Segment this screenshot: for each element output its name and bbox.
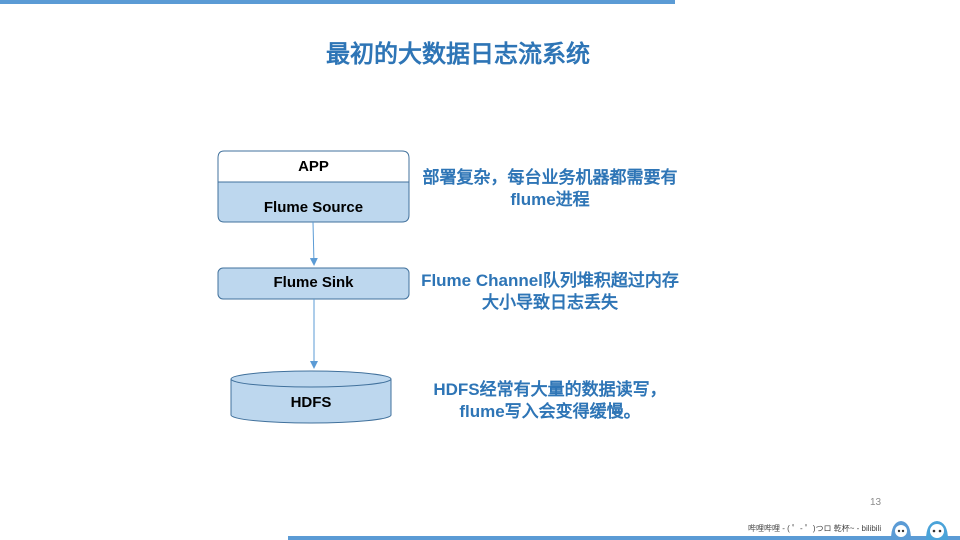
flume-source-label: Flume Source bbox=[263, 199, 364, 216]
note-hdfs: HDFS经常有大量的数据读写， flume写入会变得缓慢。 bbox=[400, 379, 700, 423]
page-number: 13 bbox=[870, 497, 882, 508]
note-hdfs-line1: HDFS经常有大量的数据读写， bbox=[433, 380, 667, 399]
note-channel: Flume Channel队列堆积超过内存 大小导致日志丢失 bbox=[400, 270, 700, 314]
note-hdfs-line2: flume写入会变得缓慢。 bbox=[459, 402, 641, 421]
mascot-right-icon bbox=[926, 521, 948, 540]
note-deployment: 部署复杂，每台业务机器都需要有 flume进程 bbox=[400, 167, 700, 211]
app-label: APP bbox=[298, 158, 329, 175]
hdfs-cylinder bbox=[230, 370, 392, 424]
note-channel-line2: 大小导致日志丢失 bbox=[482, 293, 618, 312]
hdfs-label: HDFS bbox=[290, 394, 332, 411]
note-channel-line1: Flume Channel队列堆积超过内存 bbox=[421, 271, 679, 290]
slide-title: 最初的大数据日志流系统 bbox=[326, 41, 590, 68]
watermark-text: 哔哩哔哩 - ( ゜- ゜)つロ 乾杯~ - bilibili bbox=[748, 524, 882, 533]
bottom-accent-bar bbox=[288, 536, 960, 540]
note-deployment-line2: flume进程 bbox=[510, 190, 590, 209]
mascot-left-icon bbox=[891, 521, 911, 540]
arrow-source-to-sink bbox=[309, 221, 318, 266]
app-source-box bbox=[217, 150, 410, 223]
note-deployment-line1: 部署复杂，每台业务机器都需要有 bbox=[422, 168, 678, 187]
flume-sink-label: Flume Sink bbox=[273, 274, 354, 291]
top-accent-bar bbox=[0, 0, 675, 4]
